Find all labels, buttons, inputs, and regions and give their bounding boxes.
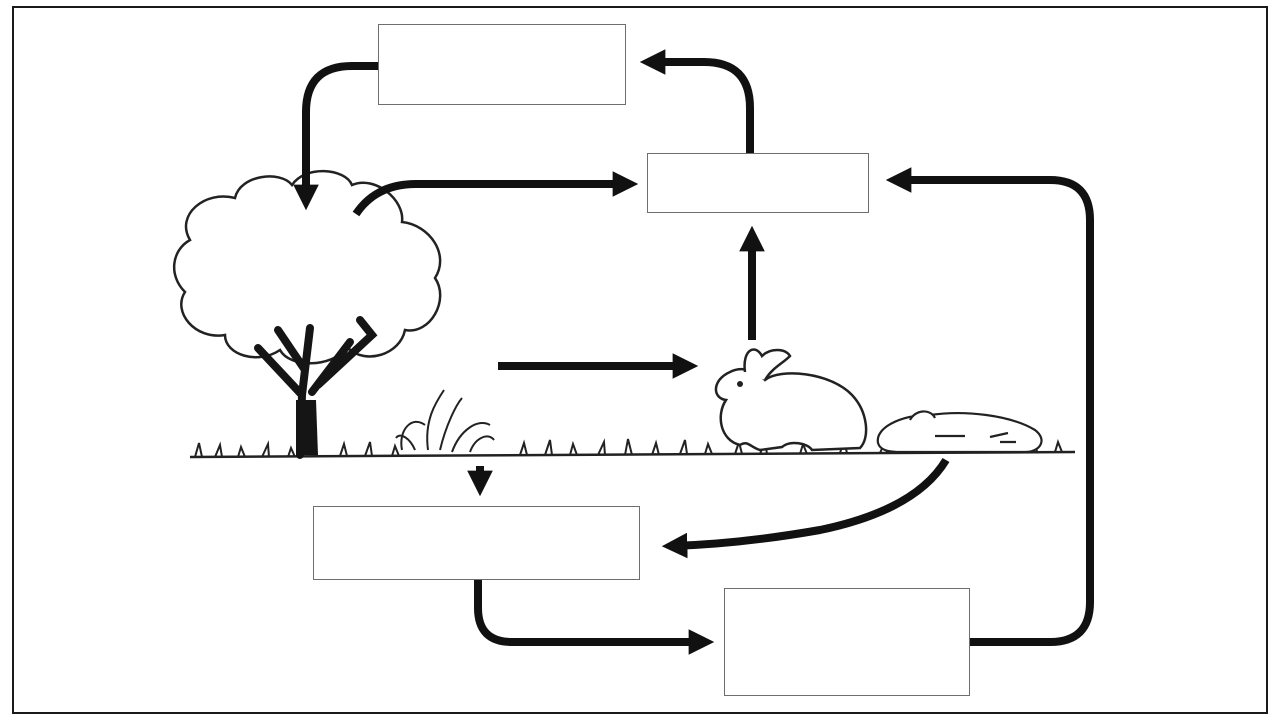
label-box-right[interactable]: [647, 153, 869, 213]
arrow-deadrabbit-to-middlebox: [661, 457, 950, 559]
arrow-middlebox-to-bottombox: [474, 580, 715, 655]
label-box-bottom[interactable]: [724, 588, 970, 696]
dead-rabbit-icon: [876, 410, 1043, 454]
tree-icon: [172, 169, 442, 459]
diagram-frame: [12, 6, 1268, 714]
arrow-rightbox-to-topbox: [639, 49, 754, 153]
rabbit-icon: [714, 348, 868, 452]
plant-icon: [395, 389, 495, 453]
arrow-topbox-to-tree: [293, 62, 378, 211]
arrow-bottombox-to-rightbox: [885, 167, 1094, 646]
label-box-top[interactable]: [378, 24, 626, 105]
label-box-middle[interactable]: [313, 506, 640, 580]
cycle-arrows: [293, 49, 1094, 655]
arrow-tree-to-rightbox: [352, 171, 639, 217]
